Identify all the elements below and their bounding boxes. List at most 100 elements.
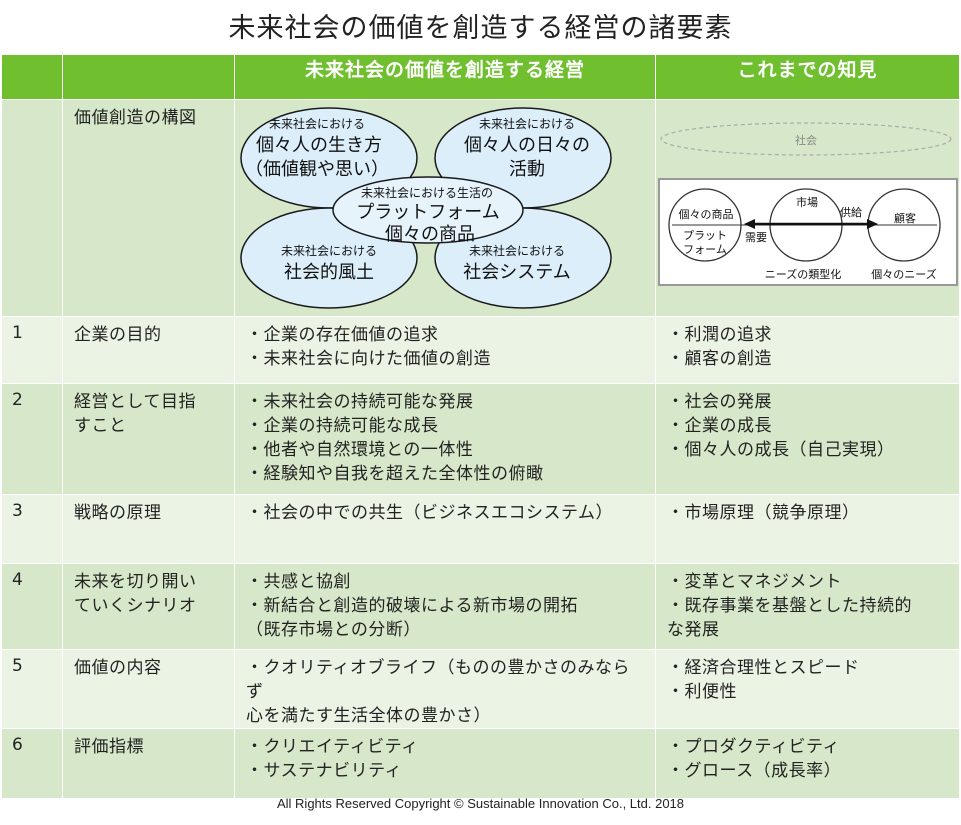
row-label-cell: 評価指標 — [62, 728, 235, 799]
row-label-list: 経営として目指すこと — [63, 384, 234, 438]
row-number-cell: 3 — [1, 494, 63, 564]
copyright: All Rights Reserved Copyright © Sustaina… — [276, 796, 685, 811]
society-ellipse — [660, 122, 952, 156]
past-item-line: ・グロース（成長率） — [667, 761, 842, 781]
past-item-list: ・利潤の追求・顧客の創造 — [656, 317, 959, 371]
arrow-head-right — [867, 219, 878, 229]
row-label-cell: 価値の内容 — [62, 649, 235, 729]
elements-table: 未来社会の価値を創造する経営 これまでの知見 価値創造の構図 — [1, 54, 960, 799]
future-item-line: 心を満たす生活全体の豊かさ） — [246, 706, 491, 726]
future-item-list: ・クリエイティビティ・サステナビリティ — [235, 729, 655, 783]
venn-tr-big2: 活動 — [509, 159, 545, 180]
market-diagram-cell: 社会 個々の商品 プラット フォーム 市場 供給 需要 — [655, 99, 960, 317]
venn-tl-big1: 個々人の生き方 — [256, 135, 382, 156]
future-item-line: ・共感と協創 — [246, 572, 351, 592]
arrow-head-left — [744, 219, 755, 229]
venn-tl-small: 未来社会における — [269, 116, 365, 131]
row-label-cell: 企業の目的 — [62, 316, 235, 384]
venn-center-big1: プラットフォーム — [356, 202, 499, 223]
future-item-line: ・経験知や自我を超えた全体性の俯瞰 — [246, 464, 544, 484]
venn-br-big: 社会システム — [463, 262, 570, 283]
past-item-line: ・利潤の追求 — [667, 325, 772, 345]
future-item-line: ・企業の持続可能な成長 — [246, 416, 439, 436]
future-item-list: ・共感と協創・新結合と創造的破壊による新市場の開拓 （既存市場との分断） — [235, 564, 655, 642]
venn-diagram-cell: 未来社会における 個々人の生き方 （価値観や思い） 未来社会における 個々人の日… — [234, 99, 656, 317]
row-label-list: 未来を切り開いていくシナリオ — [63, 564, 234, 618]
past-item-line: ・経済合理性とスピード — [667, 658, 860, 678]
row-label-line: 戦略の原理 — [74, 503, 162, 523]
row-number-cell: 4 — [1, 563, 63, 650]
row-label-list: 戦略の原理 — [63, 495, 234, 525]
row-label-line: 評価指標 — [74, 737, 144, 757]
row-label-line: 未来を切り開い — [74, 572, 197, 592]
row-number-cell: 2 — [1, 383, 63, 495]
future-item-cell: ・社会の中での共生（ビジネスエコシステム） — [234, 494, 656, 564]
past-item-line: ・既存事業を基盤とした持続的 — [667, 596, 912, 616]
row-label-line: 企業の目的 — [74, 325, 162, 345]
future-item-line: ・新結合と創造的破壊による新市場の開拓 — [246, 596, 578, 616]
row-label-list: 評価指標 — [63, 729, 234, 759]
table-row: 2 経営として目指すこと・未来社会の持続可能な発展・企業の持続可能な成長・他者や自… — [1, 383, 960, 495]
row-number: 6 — [12, 735, 23, 755]
row-label-line: 価値の内容 — [74, 658, 162, 678]
row-number: 2 — [12, 390, 23, 410]
customer-label: 顧客 — [894, 211, 916, 225]
table-row: 6 評価指標 ・クリエイティビティ・サステナビリティ・プロダクティビティ・グロース（… — [1, 728, 960, 799]
venn-tr-big1: 個々人の日々の — [464, 135, 590, 156]
market-diagram: 社会 個々の商品 プラット フォーム 市場 供給 需要 — [658, 122, 958, 286]
row-number-cell: 6 — [1, 728, 63, 799]
past-item-list: ・社会の発展・企業の成長・個々人の成長（自己実現） — [656, 384, 959, 462]
future-item-cell: ・未来社会の持続可能な発展・企業の持続可能な成長・他者や自然環境との一体性・経験… — [234, 383, 656, 495]
past-item-list: ・経済合理性とスピード・利便性 — [656, 650, 959, 704]
future-item-cell: ・企業の存在価値の追求・未来社会に向けた価値の創造 — [234, 316, 656, 384]
row-label-cell: 戦略の原理 — [62, 494, 235, 564]
venn-center-big2: 個々の商品 — [385, 224, 475, 245]
table-row: 5 価値の内容 ・クオリティオブライフ（ものの豊かさのみならず心を満たす生活全体の豊… — [1, 649, 960, 729]
future-item-line: ・クリエイティビティ — [246, 737, 419, 757]
future-item-line: ・クオリティオブライフ（ものの豊かさのみならず — [246, 658, 630, 702]
past-item-line: な発展 — [667, 620, 720, 640]
row-label-line: すこと — [74, 416, 127, 436]
past-item-cell: ・社会の発展・企業の成長・個々人の成長（自己実現） — [655, 383, 960, 495]
row-label-line: ていくシナリオ — [74, 596, 197, 616]
future-item-line: ・未来社会の持続可能な発展 — [246, 392, 474, 412]
venn-bl-small: 未来社会における — [281, 243, 377, 258]
past-item-line: ・変革とマネジメント — [667, 572, 842, 592]
row-label-list: 価値の内容 — [63, 650, 234, 680]
header-row: 未来社会の価値を創造する経営 これまでの知見 — [1, 54, 960, 100]
row-structure-num — [1, 99, 63, 317]
row-label-cell: 未来を切り開いていくシナリオ — [62, 563, 235, 650]
row-number-cell: 5 — [1, 649, 63, 729]
table-row: 3 戦略の原理 ・社会の中での共生（ビジネスエコシステム） ・市場原理（競争原理） — [1, 494, 960, 564]
venn-diagram: 未来社会における 個々人の生き方 （価値観や思い） 未来社会における 個々人の日… — [240, 107, 612, 309]
header-label — [62, 54, 235, 100]
future-item-list: ・社会の中での共生（ビジネスエコシステム） — [235, 495, 655, 525]
demand-label: 需要 — [745, 231, 767, 244]
past-item-cell: ・プロダクティビティ・グロース（成長率） — [655, 728, 960, 799]
past-item-cell: ・市場原理（競争原理） — [655, 494, 960, 564]
future-item-cell: ・クリエイティビティ・サステナビリティ — [234, 728, 656, 799]
future-item-line: （既存市場との分断） — [246, 620, 421, 640]
supply-label: 供給 — [840, 205, 862, 219]
venn-tr-small: 未来社会における — [479, 116, 575, 131]
past-item-list: ・プロダクティビティ・グロース（成長率） — [656, 729, 959, 783]
future-item-list: ・未来社会の持続可能な発展・企業の持続可能な成長・他者や自然環境との一体性・経験… — [235, 384, 655, 486]
row-number: 4 — [12, 570, 23, 590]
past-item-list: ・変革とマネジメント・既存事業を基盤とした持続的な発展 — [656, 564, 959, 642]
future-item-line: ・未来社会に向けた価値の創造 — [246, 349, 491, 369]
future-item-line: ・企業の存在価値の追求 — [246, 325, 439, 345]
needs-each-label: 個々のニーズ — [871, 267, 936, 281]
past-item-line: ・社会の発展 — [667, 392, 772, 412]
venn-center-small: 未来社会における生活の — [361, 185, 493, 200]
past-item-cell: ・経済合理性とスピード・利便性 — [655, 649, 960, 729]
past-item-line: ・企業の成長 — [667, 416, 772, 436]
header-num — [1, 54, 63, 100]
product-label: 個々の商品 — [679, 207, 734, 221]
past-item-line: ・プロダクティビティ — [667, 737, 840, 757]
future-item-list: ・企業の存在価値の追求・未来社会に向けた価値の創造 — [235, 317, 655, 371]
future-item-list: ・クオリティオブライフ（ものの豊かさのみならず心を満たす生活全体の豊かさ） — [235, 650, 655, 728]
past-item-line: ・市場原理（競争原理） — [667, 503, 860, 523]
